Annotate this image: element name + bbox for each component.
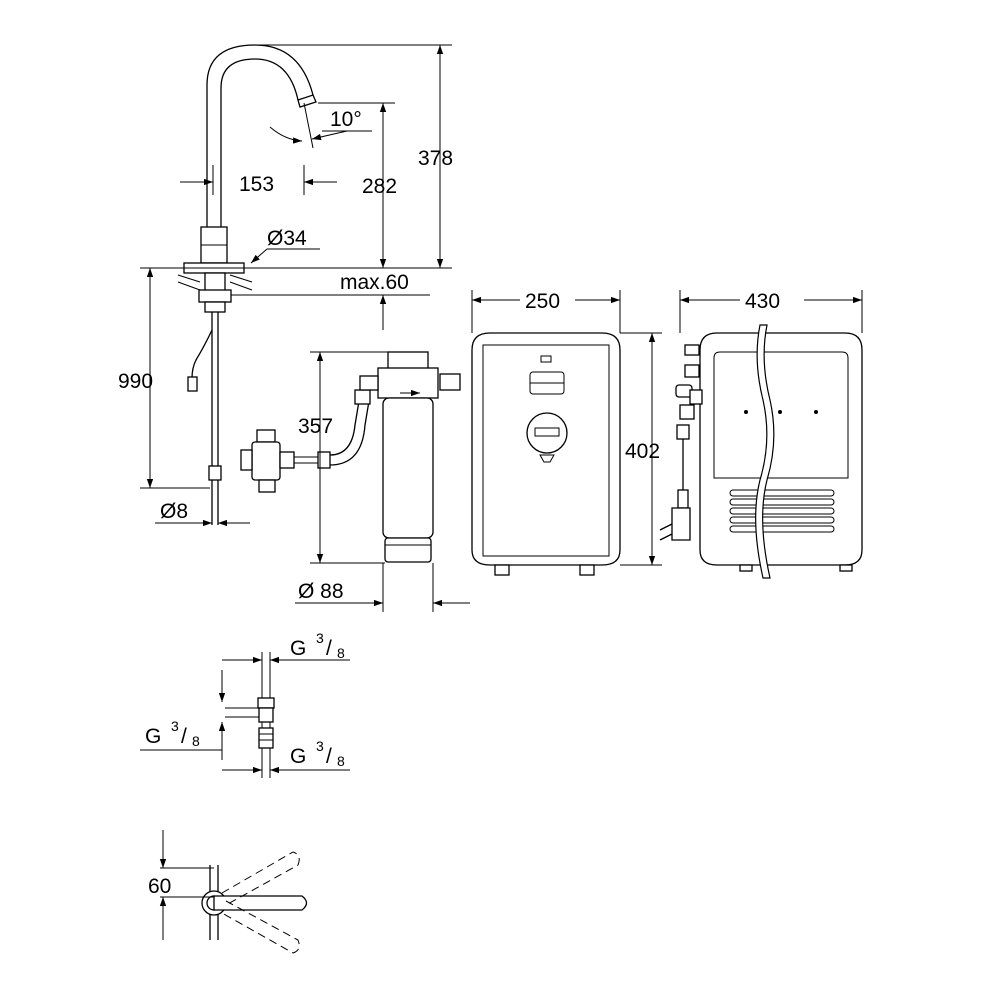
svg-text:3: 3 [171, 718, 179, 734]
filter-diameter-label: Ø 88 [298, 580, 344, 603]
svg-text:8: 8 [192, 733, 200, 749]
deck-thickness-label: max.60 [340, 271, 409, 294]
boiler-height-label: 402 [625, 440, 660, 463]
spout-reach-label: 153 [239, 173, 274, 196]
filter-drawing [359, 351, 461, 563]
faucet-height-dims: 282 378 [140, 44, 453, 269]
svg-text:/: / [181, 725, 187, 748]
hose-diameter-label: Ø8 [160, 500, 188, 523]
thread-bottom-label: G 3 / 8 [290, 738, 345, 769]
spout-height-label: 282 [362, 175, 397, 198]
valve-drawing [240, 389, 371, 493]
thread-top-label: G 3 / 8 [290, 630, 345, 661]
hose-length-label: 990 [118, 370, 153, 393]
svg-text:8: 8 [337, 645, 345, 661]
total-height-label: 378 [418, 147, 453, 170]
handle-offset-label: 60 [148, 875, 171, 898]
svg-text:3: 3 [316, 630, 324, 646]
connection-detail-drawing [140, 652, 350, 778]
svg-text:G: G [145, 725, 161, 748]
svg-text:3: 3 [316, 738, 324, 754]
boiler-front-drawing [471, 332, 621, 576]
boiler-width-dim: 250 [471, 290, 621, 333]
boiler-side-drawing [659, 324, 863, 579]
filter-height-label: 357 [298, 415, 333, 438]
hose-diameter-dim: Ø8 [155, 500, 250, 527]
spout-reach-dim: 153 [180, 165, 337, 196]
svg-text:G: G [290, 637, 306, 660]
thread-side-label: G 3 / 8 [145, 718, 200, 749]
svg-text:8: 8 [337, 753, 345, 769]
svg-text:/: / [326, 745, 332, 768]
base-diameter-dim: Ø34 [250, 227, 320, 264]
deck-thickness-dim: max.60 [231, 271, 430, 330]
boiler-height-dim: 402 [620, 332, 662, 566]
filter-diameter-dim: Ø 88 [295, 563, 470, 612]
boiler-depth-dim: 430 [679, 290, 863, 333]
spout-angle-dim: 10° [269, 102, 372, 149]
filter-height-dim: 357 [298, 351, 388, 564]
spout-angle-label: 10° [330, 108, 362, 131]
handle-top-view-drawing: 60 [148, 830, 308, 954]
boiler-depth-label: 430 [745, 290, 780, 313]
svg-text:/: / [326, 637, 332, 660]
svg-text:G: G [290, 745, 306, 768]
boiler-width-label: 250 [525, 290, 560, 313]
hose-length-dim: 990 [118, 267, 210, 489]
base-diameter-label: Ø34 [267, 227, 307, 250]
